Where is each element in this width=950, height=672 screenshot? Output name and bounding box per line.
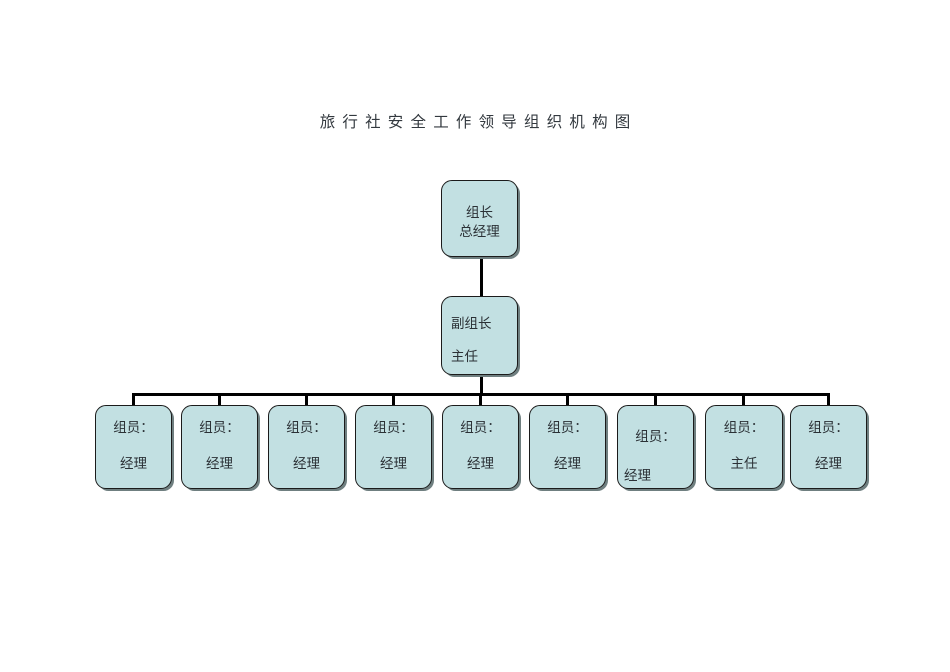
node-member-2-role: 经理 <box>206 456 233 471</box>
connector-drop-member-3 <box>305 393 308 406</box>
node-deputy-leader-title: 副组长 <box>451 316 492 331</box>
node-member-8-title: 组员： <box>723 420 765 435</box>
node-member-2[interactable]: 组员： 经理 <box>181 405 258 489</box>
node-member-6[interactable]: 组员： 经理 <box>529 405 606 489</box>
node-member-1-role: 经理 <box>120 456 147 471</box>
node-member-4-role: 经理 <box>380 456 407 471</box>
node-member-1-title: 组员： <box>113 420 154 435</box>
node-member-6-title: 组员： <box>547 420 588 435</box>
connector-drop-member-1 <box>132 393 135 406</box>
connector-leader-to-deputy <box>480 256 483 297</box>
node-member-5-title: 组员： <box>460 420 501 435</box>
node-member-2-title: 组员： <box>199 420 240 435</box>
connector-drop-member-5 <box>479 393 482 406</box>
node-deputy-leader[interactable]: 副组长 主任 <box>441 296 518 375</box>
node-leader-title: 组长 <box>466 205 493 220</box>
connector-drop-member-7 <box>654 393 657 406</box>
node-member-6-role: 经理 <box>554 456 581 471</box>
connector-drop-member-4 <box>392 393 395 406</box>
node-leader-role: 总经理 <box>459 224 500 239</box>
connector-drop-member-2 <box>218 393 221 406</box>
node-member-4-title: 组员： <box>373 420 414 435</box>
node-member-1[interactable]: 组员： 经理 <box>95 405 172 489</box>
node-member-8[interactable]: 组员： 主任 <box>705 405 783 489</box>
node-member-5[interactable]: 组员： 经理 <box>442 405 519 489</box>
node-leader[interactable]: 组长 总经理 <box>441 180 518 257</box>
page-title: 旅行社安全工作领导组织机构图 <box>319 114 638 131</box>
node-member-9[interactable]: 组员： 经理 <box>790 405 867 489</box>
node-member-9-role: 经理 <box>815 456 842 471</box>
node-deputy-leader-role: 主任 <box>451 349 478 364</box>
node-member-9-title: 组员： <box>808 420 849 435</box>
node-member-4[interactable]: 组员： 经理 <box>355 405 432 489</box>
connector-drop-member-9 <box>827 393 830 406</box>
node-member-8-role: 主任 <box>730 456 758 471</box>
node-member-7[interactable]: 组员： 经理 <box>617 405 694 489</box>
node-member-5-role: 经理 <box>467 456 494 471</box>
connector-drop-member-8 <box>742 393 745 406</box>
node-member-3-role: 经理 <box>293 456 320 471</box>
connector-drop-member-6 <box>566 393 569 406</box>
node-member-7-role: 经理 <box>624 468 651 483</box>
node-member-3-title: 组员： <box>286 420 327 435</box>
node-member-3[interactable]: 组员： 经理 <box>268 405 345 489</box>
node-member-7-title: 组员： <box>635 429 676 444</box>
connector-deputy-to-bus <box>480 374 483 396</box>
